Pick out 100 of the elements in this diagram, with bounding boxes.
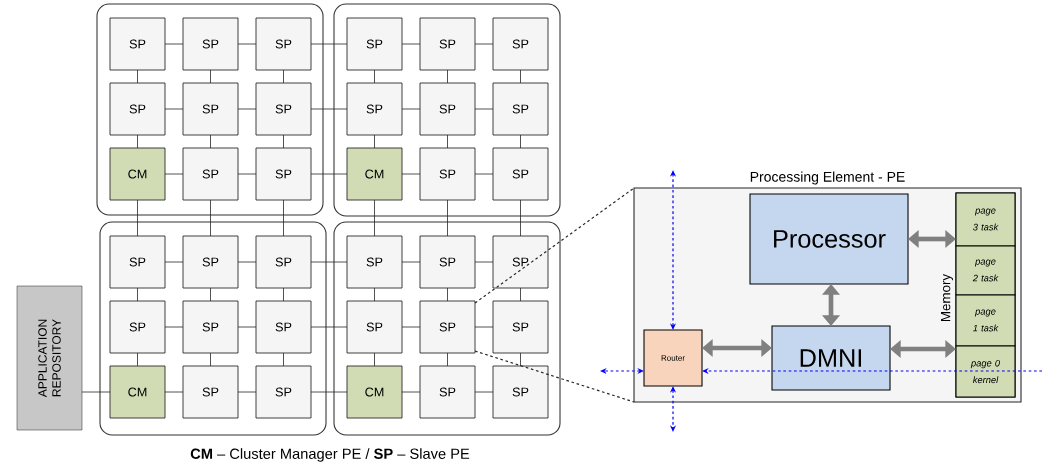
processing-element-box: SP bbox=[419, 17, 476, 71]
link-arrow bbox=[600, 367, 644, 375]
double-arrow bbox=[702, 339, 772, 358]
link-line bbox=[137, 199, 138, 237]
processing-element-box: SP bbox=[109, 235, 166, 289]
node-label: Processing Element - PE bbox=[750, 171, 905, 185]
link-line bbox=[474, 108, 494, 110]
processing-element-box: SP bbox=[109, 82, 166, 136]
processing-element-box: CM bbox=[346, 147, 403, 201]
link-line bbox=[283, 134, 284, 149]
link-line bbox=[520, 69, 521, 84]
link-line bbox=[164, 108, 184, 110]
link-line bbox=[520, 287, 521, 302]
processing-element-box: CM bbox=[109, 365, 166, 419]
processing-element-box: SP bbox=[255, 82, 312, 136]
link-line bbox=[310, 326, 348, 328]
processing-element-box: SP bbox=[419, 235, 476, 289]
router-box: Router bbox=[643, 329, 703, 387]
processor-box: Processor bbox=[749, 193, 909, 285]
link-line bbox=[474, 391, 494, 393]
processing-element-box: SP bbox=[182, 82, 239, 136]
leader-line bbox=[474, 187, 635, 304]
link-line bbox=[374, 69, 375, 84]
link-line bbox=[447, 134, 448, 149]
link-line bbox=[374, 199, 375, 237]
link-arrow bbox=[669, 386, 677, 432]
processing-element-box: SP bbox=[346, 17, 403, 71]
link-line bbox=[310, 391, 348, 393]
link-line bbox=[164, 43, 184, 45]
processing-element-box: SP bbox=[182, 17, 239, 71]
memory-page: page 2 task bbox=[955, 245, 1016, 296]
link-line bbox=[401, 391, 421, 393]
link-line bbox=[401, 326, 421, 328]
processing-element-box: SP bbox=[255, 17, 312, 71]
processing-element-box: CM bbox=[346, 365, 403, 419]
link-line bbox=[210, 287, 211, 302]
processing-element-box: SP bbox=[255, 300, 312, 354]
link-line bbox=[401, 108, 421, 110]
link-line bbox=[310, 108, 348, 110]
link-line bbox=[210, 199, 211, 237]
dmni-box: DMNI bbox=[771, 325, 891, 391]
link-line bbox=[137, 352, 138, 367]
processing-element-box: SP bbox=[182, 147, 239, 201]
link-line bbox=[164, 173, 184, 175]
link-line bbox=[210, 134, 211, 149]
processing-element-box: SP bbox=[492, 147, 549, 201]
link-line bbox=[520, 352, 521, 367]
link-line bbox=[283, 287, 284, 302]
processing-element-box: SP bbox=[492, 17, 549, 71]
processing-element-box: SP bbox=[492, 300, 549, 354]
double-arrow bbox=[890, 340, 956, 359]
processing-element-box: CM bbox=[109, 147, 166, 201]
link-line bbox=[447, 287, 448, 302]
processing-element-box: SP bbox=[346, 82, 403, 136]
processing-element-box: SP bbox=[255, 235, 312, 289]
link-line bbox=[137, 69, 138, 84]
processing-element-box: SP bbox=[109, 300, 166, 354]
link-line bbox=[474, 261, 494, 263]
node-label: Memory bbox=[941, 273, 953, 321]
double-arrow bbox=[908, 230, 956, 249]
processing-element-box: SP bbox=[419, 365, 476, 419]
processing-element-box: SP bbox=[492, 235, 549, 289]
memory-page: page 3 task bbox=[955, 192, 1016, 247]
processing-element-box: SP bbox=[255, 365, 312, 419]
link-line bbox=[137, 287, 138, 302]
link-line bbox=[447, 352, 448, 367]
link-arrow bbox=[669, 170, 677, 330]
link-line bbox=[210, 69, 211, 84]
link-line bbox=[137, 134, 138, 149]
processing-element-box: SP bbox=[419, 82, 476, 136]
leader-line bbox=[474, 350, 635, 403]
processing-element-box: SP bbox=[419, 300, 476, 354]
link-line bbox=[164, 391, 184, 393]
link-line bbox=[447, 199, 448, 237]
link-line bbox=[164, 326, 184, 328]
link-line bbox=[237, 173, 257, 175]
link-line bbox=[474, 173, 494, 175]
link-line bbox=[310, 173, 348, 175]
link-line bbox=[237, 261, 257, 263]
link-line bbox=[520, 199, 521, 237]
link-line bbox=[237, 326, 257, 328]
processing-element-box: SP bbox=[182, 365, 239, 419]
link-line bbox=[374, 134, 375, 149]
link-line bbox=[283, 69, 284, 84]
link-line bbox=[237, 108, 257, 110]
processing-element-box: SP bbox=[492, 82, 549, 136]
link-line bbox=[447, 69, 448, 84]
link-line bbox=[283, 352, 284, 367]
link-line bbox=[401, 43, 421, 45]
link-line bbox=[237, 43, 257, 45]
double-arrow bbox=[822, 284, 841, 326]
processing-element-box: SP bbox=[492, 365, 549, 419]
link-line bbox=[210, 352, 211, 367]
link-line bbox=[310, 43, 348, 45]
link-line bbox=[474, 43, 494, 45]
processing-element-box: SP bbox=[346, 300, 403, 354]
link-line bbox=[474, 326, 494, 328]
link-line bbox=[310, 261, 348, 263]
processing-element-box: SP bbox=[255, 147, 312, 201]
link-line bbox=[520, 134, 521, 149]
